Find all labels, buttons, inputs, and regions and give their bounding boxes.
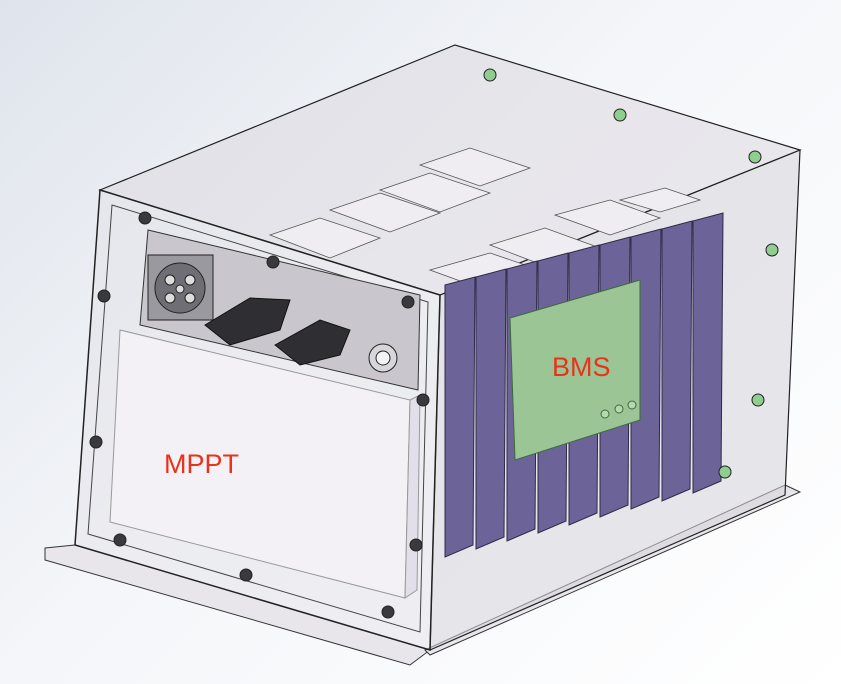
connector-pin — [184, 292, 196, 304]
screw — [748, 150, 762, 164]
bms-led — [614, 404, 624, 414]
bms-led — [600, 409, 610, 419]
screws — [89, 68, 779, 619]
screw — [266, 255, 280, 269]
mc4-connector — [204, 297, 291, 346]
screw — [381, 605, 395, 619]
screw — [409, 538, 423, 552]
screw — [138, 211, 152, 225]
screw — [718, 465, 732, 479]
connector-pin — [175, 284, 185, 294]
screw — [613, 108, 627, 122]
mc4-connector — [274, 319, 351, 366]
battery-cell — [475, 268, 507, 550]
screw — [765, 243, 779, 257]
screw — [401, 295, 415, 309]
connector-pin — [164, 274, 176, 286]
screw — [89, 435, 103, 449]
screw — [239, 568, 253, 582]
bms-led — [627, 400, 637, 410]
screw — [97, 289, 111, 303]
battery-cell — [692, 212, 724, 494]
screw — [751, 393, 765, 407]
base-flange-front — [44, 544, 432, 666]
connector-pin — [164, 292, 176, 304]
cable-gland-center — [375, 350, 391, 366]
bms-label: BMS — [552, 352, 611, 382]
battery-cell — [444, 276, 476, 558]
screw — [113, 533, 127, 547]
enclosure-front-frame-inner — [87, 204, 429, 633]
connector-pin — [184, 274, 196, 286]
battery-cell — [661, 220, 693, 502]
mppt-label: MPPT — [164, 449, 239, 479]
screw — [483, 68, 497, 82]
screw — [416, 393, 430, 407]
